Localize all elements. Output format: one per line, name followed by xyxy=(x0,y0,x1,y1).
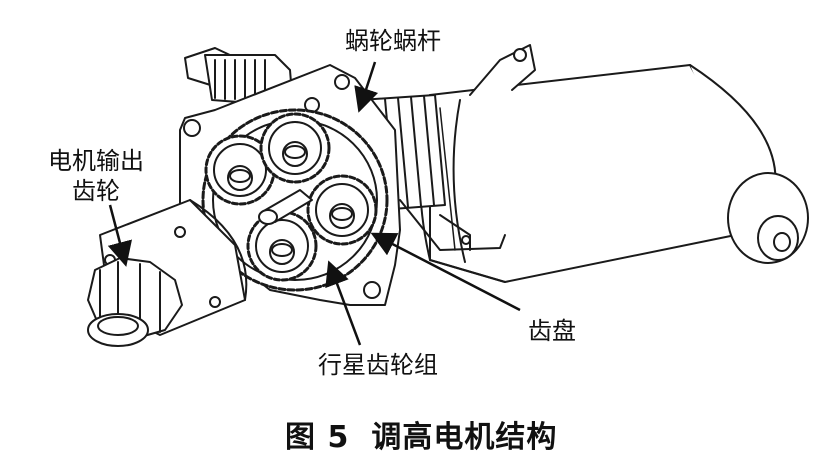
leader-planetary-gear-set xyxy=(325,260,362,346)
motor-housing xyxy=(419,64,809,283)
label-worm-gear: 蜗轮蜗杆 xyxy=(345,27,441,55)
label-motor-output-gear-line2: 齿轮 xyxy=(72,177,120,205)
leader-gear-disc xyxy=(370,232,521,312)
motor-output-gear xyxy=(87,257,183,347)
motor-mount-bracket xyxy=(469,44,536,96)
label-motor-output-gear-line1: 电机输出 xyxy=(48,147,144,175)
figure-caption-number: 图 5 xyxy=(285,420,350,455)
leader-motor-output-gear xyxy=(107,204,132,267)
planet-gear-top-right xyxy=(259,112,331,184)
planet-gear-bottom xyxy=(246,210,318,282)
figure-caption: 图 5 调高电机结构 xyxy=(285,412,579,456)
leader-worm-gear xyxy=(354,61,379,113)
planetary-gear-set xyxy=(204,112,378,282)
planet-gear-right xyxy=(306,174,378,246)
label-planetary-gear-set: 行星齿轮组 xyxy=(318,351,438,379)
sun-gear xyxy=(258,189,313,225)
figure-caption-title: 调高电机结构 xyxy=(371,420,558,455)
label-gear-disc: 齿盘 xyxy=(528,317,576,345)
